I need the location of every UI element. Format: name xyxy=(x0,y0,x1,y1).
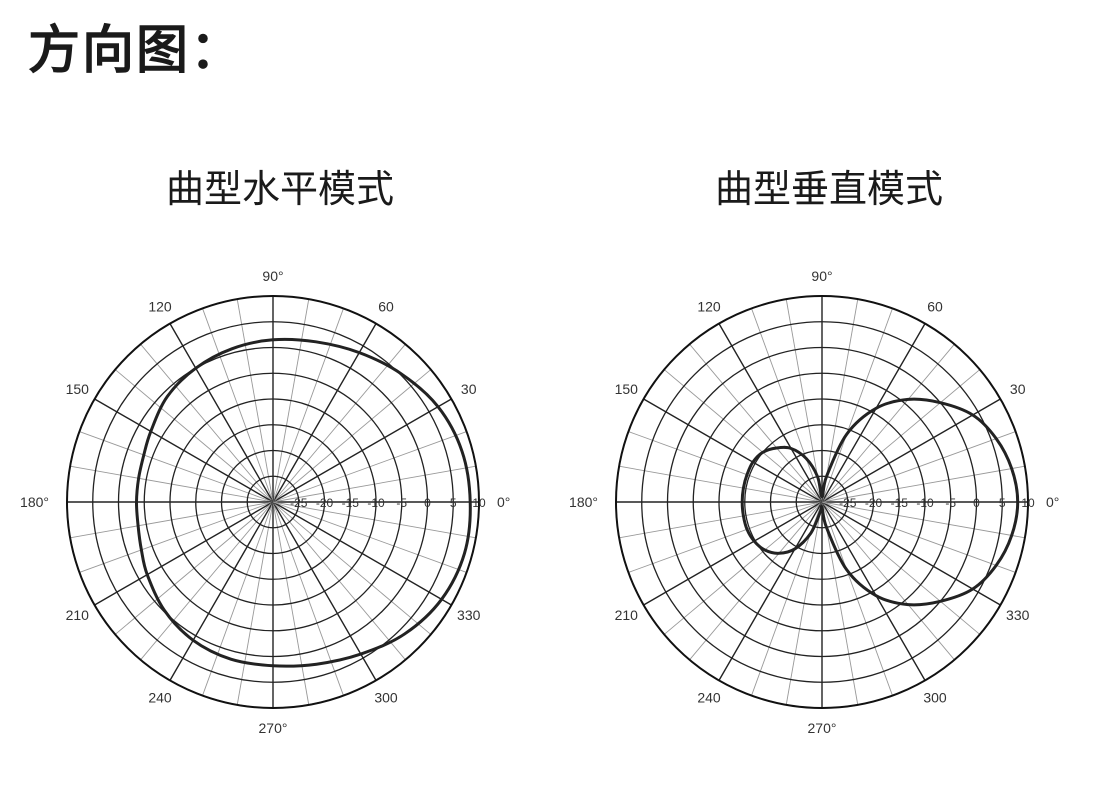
angle-tick-label: 240 xyxy=(697,690,721,706)
vertical-polar-chart: -25 -20 -15 -10 -5 0 5 10 90° 60 30 0° 330 300 270° 240… xyxy=(569,268,1059,736)
angle-tick-label: 300 xyxy=(374,690,398,706)
grid-ring xyxy=(220,449,326,555)
radial-tick-label: -5 xyxy=(945,496,956,510)
grid-ring xyxy=(143,372,403,632)
radial-tick-label: 0 xyxy=(424,496,431,510)
horizontal-pattern-title: 曲型水平模式 xyxy=(165,167,394,211)
angle-tick-label: 180° xyxy=(20,494,49,510)
outer-ring xyxy=(615,295,1029,709)
grid-ring xyxy=(769,449,875,555)
radial-tick-label: -20 xyxy=(865,496,883,510)
angle-tick-label: 330 xyxy=(457,607,481,623)
radial-tick-label: 5 xyxy=(999,496,1006,510)
angle-tick-label: 180° xyxy=(569,494,598,510)
angle-tick-label: 270° xyxy=(259,720,288,736)
grid-ring xyxy=(117,346,429,658)
angle-tick-label: 30 xyxy=(1010,381,1026,397)
radial-tick-label: -15 xyxy=(891,496,909,510)
grid-ring xyxy=(92,321,454,683)
angle-tick-label: 30 xyxy=(461,381,477,397)
angle-tick-label: 210 xyxy=(66,607,90,623)
angle-tick-label: 210 xyxy=(615,607,639,623)
radial-tick-label: -10 xyxy=(367,496,385,510)
grid-ring xyxy=(718,398,926,606)
angle-tick-label: 60 xyxy=(378,298,394,314)
outer-ring xyxy=(66,295,480,709)
radial-tick-label: -25 xyxy=(290,496,308,510)
angle-tick-label: 90° xyxy=(262,268,283,284)
grid-ring xyxy=(666,346,978,658)
grid-ring xyxy=(744,424,900,580)
radial-tick-label: -25 xyxy=(839,496,857,510)
grid-ring xyxy=(641,321,1003,683)
grid-ring xyxy=(195,424,351,580)
angle-tick-label: 90° xyxy=(811,268,832,284)
radial-tick-label: 10 xyxy=(1021,496,1035,510)
angle-tick-label: 120 xyxy=(148,298,172,314)
radial-tick-label: -20 xyxy=(316,496,334,510)
radial-tick-label: -5 xyxy=(396,496,407,510)
radial-tick-label: 5 xyxy=(450,496,457,510)
grid-ring xyxy=(692,372,952,632)
radial-tick-label: 10 xyxy=(472,496,486,510)
angle-tick-label: 150 xyxy=(66,381,90,397)
angle-tick-label: 0° xyxy=(1046,494,1059,510)
radial-tick-label: 0 xyxy=(973,496,980,510)
angle-tick-label: 300 xyxy=(923,690,947,706)
radial-tick-label: -10 xyxy=(916,496,934,510)
angle-tick-label: 330 xyxy=(1006,607,1030,623)
pattern-curve xyxy=(134,337,472,668)
radial-tick-label: -15 xyxy=(342,496,360,510)
angle-tick-label: 240 xyxy=(148,690,172,706)
angle-tick-label: 0° xyxy=(497,494,510,510)
pattern-curve xyxy=(740,397,1020,607)
angle-tick-label: 150 xyxy=(615,381,639,397)
angle-tick-label: 270° xyxy=(808,720,837,736)
angle-tick-label: 60 xyxy=(927,298,943,314)
grid-ring xyxy=(169,398,377,606)
page-title: 方向图： xyxy=(28,21,245,81)
angle-tick-label: 120 xyxy=(697,298,721,314)
grid-ring xyxy=(246,475,300,529)
horizontal-polar-chart: -25 -20 -15 -10 -5 0 5 10 90° 60 30 0° 330 300 270° 240… xyxy=(20,268,510,736)
grid-ring xyxy=(795,475,849,529)
vertical-pattern-title: 曲型垂直模式 xyxy=(714,167,943,211)
